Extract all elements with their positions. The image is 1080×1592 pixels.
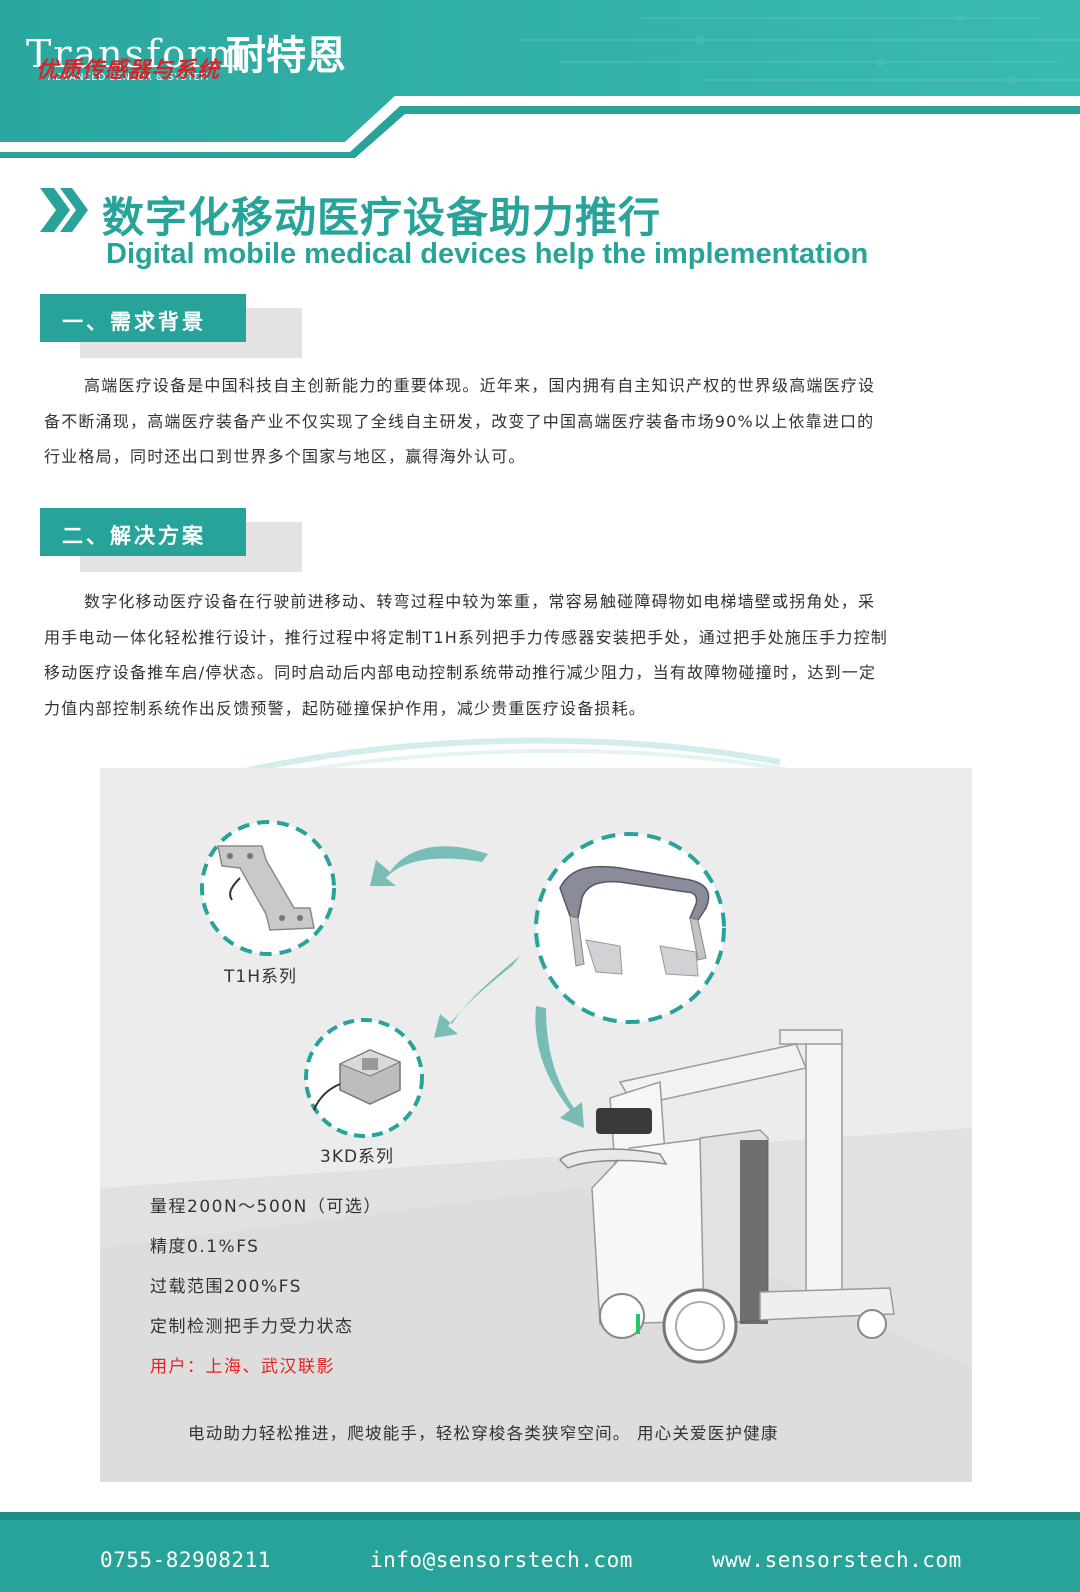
footer-stripe bbox=[0, 1512, 1080, 1520]
t1h-sensor-image bbox=[200, 820, 336, 956]
footer-phone: 0755-82908211 bbox=[100, 1548, 271, 1572]
mobile-medical-cart-image bbox=[558, 1029, 895, 1364]
decorative-wave bbox=[239, 737, 801, 780]
product-illustration-panel: T1H系列 3KD系列 量程200N～500N（可选） 精度0.1%FS 过载范… bbox=[100, 768, 972, 1482]
t1h-series-label: T1H系列 bbox=[224, 967, 297, 987]
handle-image bbox=[534, 832, 726, 1024]
page-title: 数字化移动医疗设备助力推行 bbox=[102, 193, 662, 242]
brand-slogan: 优质传感器与系统 bbox=[36, 57, 221, 83]
brand-name-en: Transform bbox=[26, 32, 246, 76]
brand-name-cn: 耐特恩 bbox=[226, 33, 346, 79]
section-label: 二、解决方案 bbox=[62, 524, 206, 548]
header-banner-graphic bbox=[0, 0, 1080, 158]
page-header: Transform 耐特恩 ADVANCED SENSOR & SYSTEM 优… bbox=[0, 0, 1080, 158]
solution-paragraph: 数字化移动医疗设备在行驶前进移动、转弯过程中较为笨重，常容易触碰障碍物如电梯墙壁… bbox=[44, 584, 1044, 726]
users-label: 用户：上海、武汉联影 bbox=[150, 1357, 335, 1377]
spec-overload: 过载范围200%FS bbox=[150, 1277, 302, 1297]
brand-subtitle: ADVANCED SENSOR & SYSTEM bbox=[48, 72, 210, 83]
paragraph-line: 移动医疗设备推车启/停状态。同时启动后内部电动控制系统带动推行减少阻力，当有故障… bbox=[44, 663, 877, 682]
section-header-background: 一、需求背景 bbox=[40, 294, 302, 358]
figure-caption: 电动助力轻松推进，爬坡能手，轻松穿梭各类狭窄空间。 用心关爱医护健康 bbox=[188, 1424, 779, 1443]
3kd-series-label: 3KD系列 bbox=[320, 1147, 395, 1167]
paragraph-line: 高端医疗设备是中国科技自主创新能力的重要体现。近年来，国内拥有自主知识产权的世界… bbox=[84, 376, 876, 395]
panel-graphic bbox=[100, 820, 972, 1482]
page-subtitle: Digital mobile medical devices help the … bbox=[106, 238, 869, 270]
paragraph-line: 用手电动一体化轻松推行设计，推行过程中将定制T1H系列把手力传感器安装把手处，通… bbox=[44, 627, 888, 647]
flow-arrows bbox=[370, 846, 584, 1128]
section-label: 一、需求背景 bbox=[62, 310, 206, 334]
brand-logo: Transform 耐特恩 ADVANCED SENSOR & SYSTEM bbox=[26, 32, 346, 83]
title-chevron-icon bbox=[40, 188, 88, 232]
paragraph-line: 行业格局，同时还出口到世界多个国家与地区，赢得海外认可。 bbox=[44, 447, 526, 466]
paragraph-line: 数字化移动医疗设备在行驶前进移动、转弯过程中较为笨重，常容易触碰障碍物如电梯墙壁… bbox=[84, 592, 876, 611]
page-footer: 0755-82908211 info@sensorstech.com www.s… bbox=[0, 1512, 1080, 1592]
paragraph-line: 力值内部控制系统作出反馈预警，起防碰撞保护作用，减少贵重医疗设备损耗。 bbox=[44, 698, 647, 718]
spec-custom: 定制检测把手力受力状态 bbox=[150, 1317, 354, 1337]
spec-range: 量程200N～500N（可选） bbox=[150, 1197, 382, 1217]
section-header-solution: 二、解决方案 bbox=[40, 508, 302, 572]
3kd-sensor-image bbox=[304, 1018, 424, 1138]
spec-accuracy: 精度0.1%FS bbox=[150, 1237, 260, 1257]
paragraph-line: 备不断涌现，高端医疗装备产业不仅实现了全线自主研发，改变了中国高端医疗装备市场9… bbox=[44, 411, 875, 431]
footer-website[interactable]: www.sensorstech.com bbox=[712, 1548, 962, 1572]
background-paragraph: 高端医疗设备是中国科技自主创新能力的重要体现。近年来，国内拥有自主知识产权的世界… bbox=[44, 368, 1044, 475]
footer-email[interactable]: info@sensorstech.com bbox=[370, 1548, 633, 1572]
